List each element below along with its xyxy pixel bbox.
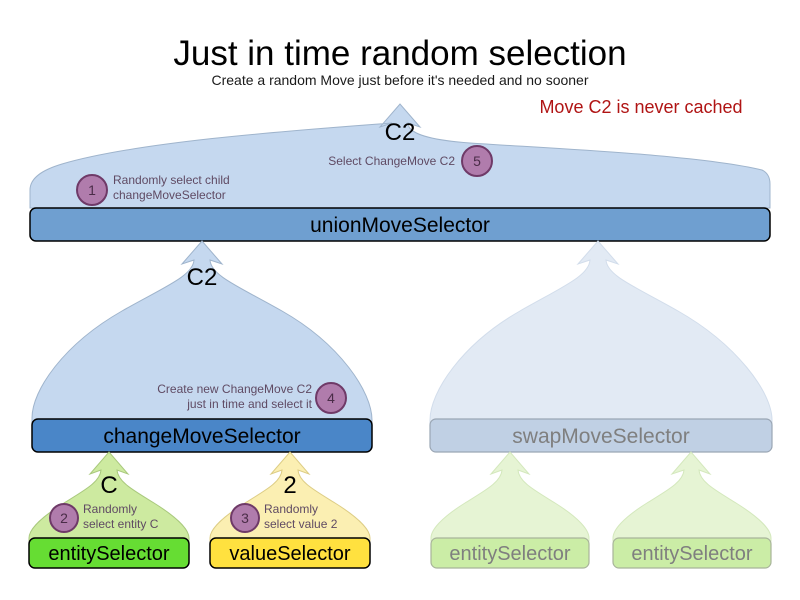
node-entity-selector-left[interactable]: entitySelector [28, 537, 190, 569]
step-4-line2: just in time and select it [186, 397, 312, 411]
step-5-number: 5 [473, 153, 481, 169]
change-move-selector-label: changeMoveSelector [103, 425, 300, 448]
swap-entity-2-output-balloon [612, 451, 772, 542]
step-3-number: 3 [241, 510, 249, 526]
union-move-selector-label: unionMoveSelector [310, 214, 490, 237]
step-5-annotation: Select ChangeMove C2 5 [328, 145, 493, 177]
step-5-badge [461, 145, 493, 177]
step-5-line1: Select ChangeMove C2 [328, 154, 455, 168]
step-4-annotation: Create new ChangeMove C2 just in time an… [157, 382, 347, 414]
never-cached-note: Move C2 is never cached [539, 97, 742, 117]
change-move-selector-bar[interactable] [31, 418, 373, 453]
step-1-line2: changeMoveSelector [113, 188, 226, 202]
step-4-badge [315, 382, 347, 414]
node-change-move-selector[interactable]: changeMoveSelector [31, 418, 373, 453]
step-1-line1: Randomly select child [113, 173, 230, 187]
step-1-badge [76, 174, 108, 206]
union-balloon-shape [29, 103, 771, 209]
swap-move-selector-label: swapMoveSelector [512, 425, 689, 448]
entity-selector-left-bar[interactable] [28, 537, 190, 569]
swap-move-selector-bar[interactable] [429, 418, 773, 453]
step-3-annotation: 3 Randomly select value 2 [230, 502, 338, 533]
step-3-badge [230, 503, 260, 533]
page-title: Just in time random selection [173, 34, 626, 73]
node-union-move-selector[interactable]: unionMoveSelector [29, 207, 771, 242]
value-selector-bar[interactable] [209, 537, 371, 569]
entity-balloon-label: C [100, 472, 117, 499]
step-2-badge [49, 503, 79, 533]
step-2-line2: select entity C [83, 517, 159, 531]
step-4-line1: Create new ChangeMove C2 [157, 382, 312, 396]
step-2-number: 2 [60, 510, 68, 526]
step-1-number: 1 [88, 182, 96, 198]
node-entity-selector-swap-2[interactable]: entitySelector [612, 537, 772, 569]
step-2-line1: Randomly [83, 502, 137, 516]
swap-balloon-shape [429, 240, 773, 425]
swap-entity-2-balloon-shape [612, 451, 772, 542]
entity-selector-swap-1-label: entitySelector [449, 543, 571, 565]
step-3-line1: Randomly [264, 502, 318, 516]
step-4-number: 4 [327, 390, 335, 406]
union-output-balloon: C2 [29, 103, 771, 209]
page-subtitle: Create a random Move just before it's ne… [211, 72, 588, 88]
entity-selector-swap-1-bar[interactable] [430, 537, 590, 569]
step-3-line2: select value 2 [264, 517, 338, 531]
node-entity-selector-swap-1[interactable]: entitySelector [430, 537, 590, 569]
swap-entity-1-balloon-shape [430, 451, 590, 542]
step-1-annotation: 1 Randomly select child changeMoveSelect… [76, 173, 230, 206]
step-2-annotation: 2 Randomly select entity C [49, 502, 159, 533]
change-balloon-label: C2 [187, 264, 218, 291]
union-balloon-label: C2 [385, 119, 416, 146]
value-balloon-label: 2 [283, 472, 296, 499]
node-swap-move-selector[interactable]: swapMoveSelector [429, 418, 773, 453]
entity-selector-swap-2-bar[interactable] [612, 537, 772, 569]
entity-selector-left-label: entitySelector [48, 543, 170, 565]
swap-output-balloon [429, 240, 773, 425]
value-selector-label: valueSelector [229, 543, 351, 565]
entity-selector-swap-2-label: entitySelector [631, 543, 753, 565]
swap-entity-1-output-balloon [430, 451, 590, 542]
node-value-selector[interactable]: valueSelector [209, 537, 371, 569]
union-move-selector-bar[interactable] [29, 207, 771, 242]
